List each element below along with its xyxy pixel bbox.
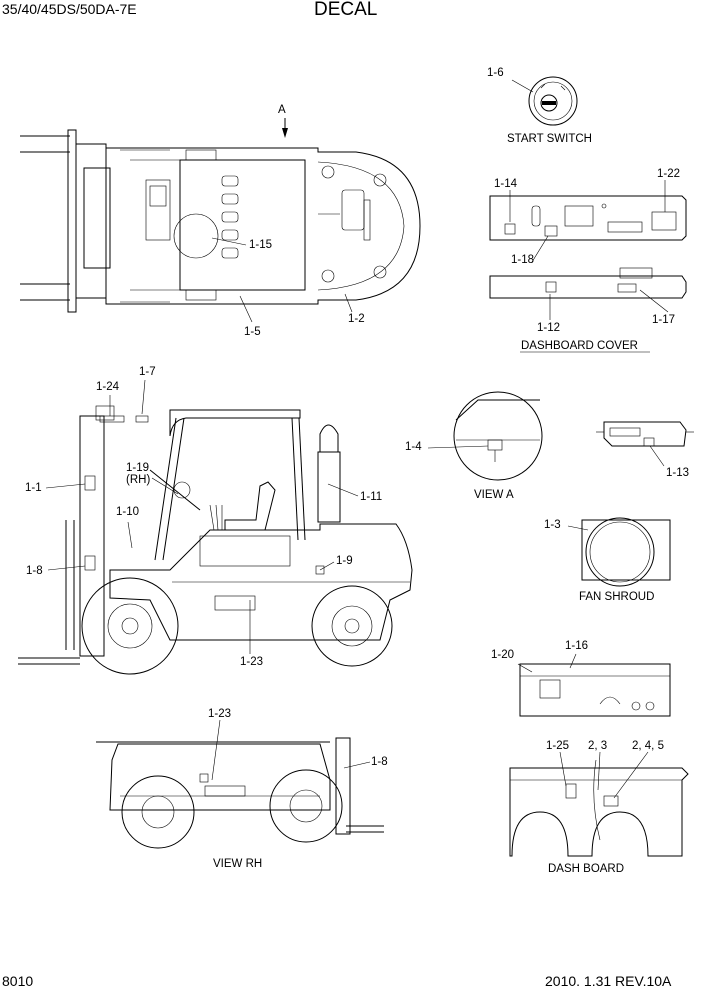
callout-1-14: 1-14: [494, 178, 518, 190]
page-number: 8010: [2, 973, 34, 989]
callout-1-25: 1-25: [546, 740, 570, 752]
page-title: DECAL: [314, 0, 378, 20]
callout-1-9: 1-9: [336, 555, 353, 567]
view-rh-drawing: [96, 719, 384, 849]
view-a-arrow-label: A: [278, 104, 286, 116]
start-switch-drawing: [511, 76, 578, 126]
callout-1-13: 1-13: [666, 467, 690, 479]
revision-date: 2010. 1.31 REV.10A: [545, 973, 672, 989]
dash-board-caption: DASH BOARD: [548, 863, 625, 875]
dash-board-drawing: [509, 751, 689, 857]
dash-panel-drawing: [517, 653, 671, 717]
callout-1-16: 1-16: [565, 640, 589, 652]
callout-1-6: 1-6: [487, 67, 504, 79]
start-switch-caption: START SWITCH: [507, 133, 592, 145]
callout-1-23-side: 1-23: [240, 656, 264, 668]
callout-1-18: 1-18: [511, 254, 535, 266]
callout-1-17: 1-17: [652, 314, 676, 326]
dashboard-cover-drawing: [489, 180, 687, 353]
callout-2-4-5: 2, 4, 5: [632, 740, 664, 752]
callout-1-10: 1-10: [116, 506, 140, 518]
part-1-13-drawing: [596, 421, 694, 467]
callout-1-22: 1-22: [657, 168, 681, 180]
callout-1-7: 1-7: [139, 366, 156, 378]
fan-shroud-caption: FAN SHROUD: [579, 591, 655, 603]
fan-shroud-drawing: [567, 517, 671, 587]
callout-1-24: 1-24: [96, 381, 120, 393]
callout-1-3: 1-3: [544, 519, 561, 531]
callout-1-1: 1-1: [25, 482, 42, 494]
callout-1-8-rh: 1-8: [371, 756, 388, 768]
callout-1-15: 1-15: [249, 239, 273, 251]
dashboard-cover-caption: DASHBOARD COVER: [521, 340, 638, 352]
callout-2-3: 2, 3: [588, 740, 608, 752]
callout-1-5: 1-5: [244, 326, 261, 338]
model-number: 35/40/45DS/50DA-7E: [2, 1, 137, 17]
callout-1-19: 1-19: [126, 462, 150, 474]
callout-1-12: 1-12: [537, 322, 561, 334]
truck-side-view: [18, 379, 413, 675]
truck-top-view: [20, 118, 421, 323]
callout-1-11: 1-11: [360, 491, 383, 503]
callout-1-8-side: 1-8: [26, 565, 43, 577]
callout-1-20: 1-20: [491, 649, 515, 661]
view-rh-caption: VIEW RH: [213, 858, 263, 870]
callout-1-2: 1-2: [348, 313, 365, 325]
callout-1-19-rh: (RH): [126, 474, 151, 486]
callout-1-4: 1-4: [405, 441, 422, 453]
view-a-drawing: [427, 391, 543, 481]
callout-1-23-rh: 1-23: [208, 708, 232, 720]
view-a-caption: VIEW A: [474, 489, 514, 501]
